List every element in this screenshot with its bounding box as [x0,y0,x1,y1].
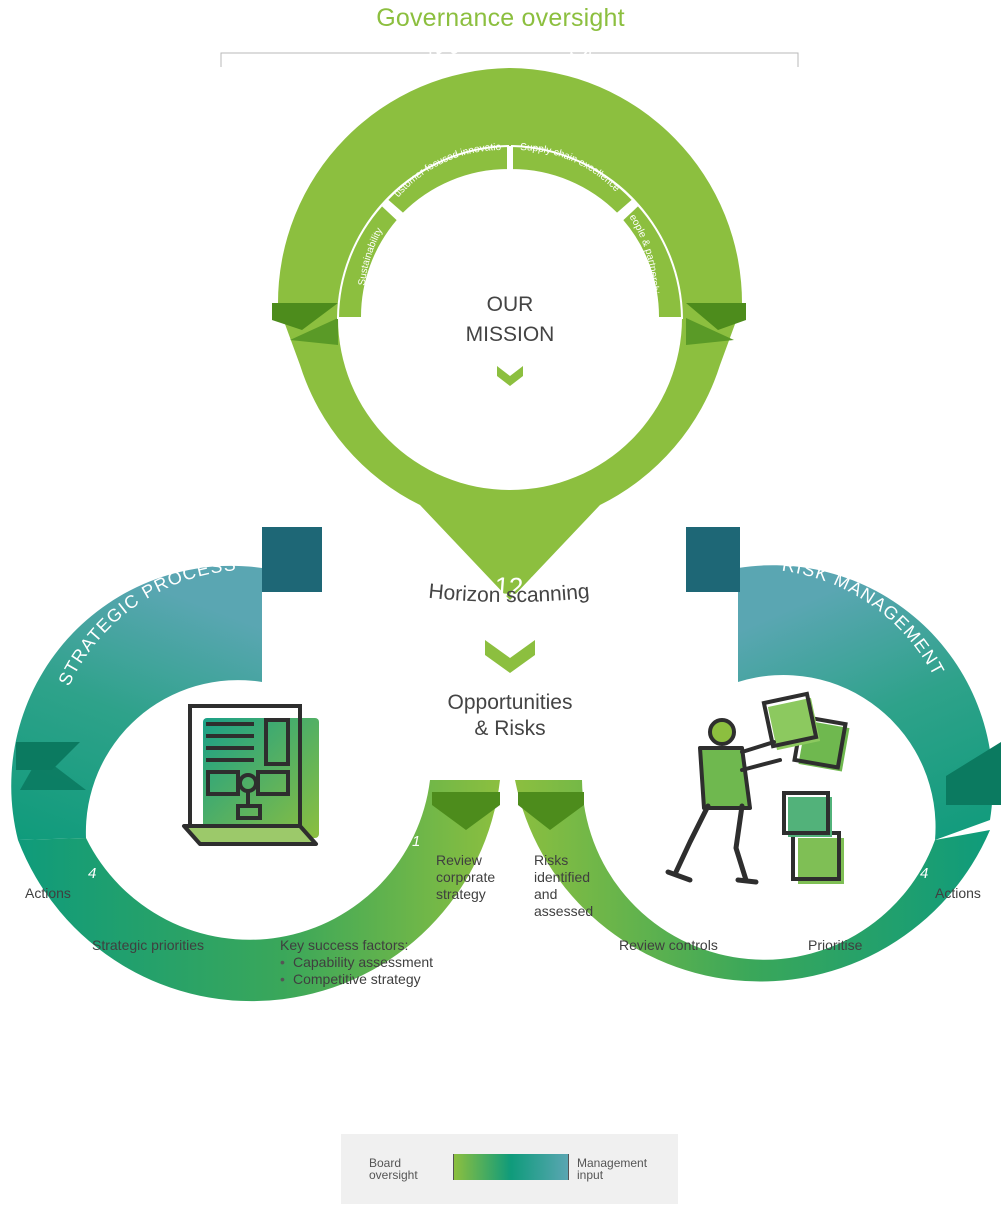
risk-management-loop [515,527,1001,982]
legend-board-oversight: Board oversight [369,1156,418,1182]
risk-step-numbers: 1 2 3 4 [598,833,928,920]
mission-label: OUR MISSION [434,290,586,350]
page-title: Governance oversight [376,4,625,32]
opportunities-line-1: Opportunities [447,691,573,714]
horizon-scanning: Horizon scanning [428,580,591,607]
strategic-step-4-label: Actions [25,885,71,901]
opportunities-line-2: & Risks [474,717,546,740]
person-stacking-boxes-icon [665,691,850,885]
step-number: 2 [699,897,709,914]
risk-step-4-label: Actions [935,885,981,901]
risk-step-1-label: Risks identified and assessed [534,852,594,919]
chevron-down-icon [497,366,523,386]
bullet-item: Competitive strategy [280,971,480,988]
strategic-process-loop [11,527,500,1002]
strategic-step-1-label: Review corporate strategy [436,852,496,902]
strategic-step-numbers: 1 2 3 4 [88,833,420,914]
risk-step-2-label: Review controls [619,937,718,953]
legend-gradient-bar [453,1154,569,1180]
strategic-step-2-label: Key success factors: [280,937,409,953]
step-number: 2 [307,897,317,914]
step-number: 3 [816,903,825,920]
mission-line-2: MISSION [465,323,555,346]
strategic-step-3-label: Strategic priorities [92,937,205,953]
step-number: 1 [598,833,606,850]
step-number: 4 [920,865,928,882]
mission-line-1: OUR [486,293,534,316]
bullet-item: Capability assessment [280,954,480,971]
strategic-step-2: Key success factors: Capability assessme… [280,937,480,988]
legend: Board oversight Management input [341,1134,678,1204]
risk-step-3-label: Prioritise [808,937,863,953]
step-number: 3 [192,897,201,914]
step-number: 1 [412,833,420,850]
strategic-step-2-bullets: Capability assessment Competitive strate… [280,954,480,988]
opportunities-risks-label: Opportunities & Risks [400,690,620,742]
mission-ring [272,68,746,600]
step-number: 4 [88,865,96,882]
chevron-down-icon [485,640,535,673]
governance-bracket [220,52,799,67]
strategy-document-icon [182,704,319,846]
legend-management-input: Management input [577,1156,648,1182]
